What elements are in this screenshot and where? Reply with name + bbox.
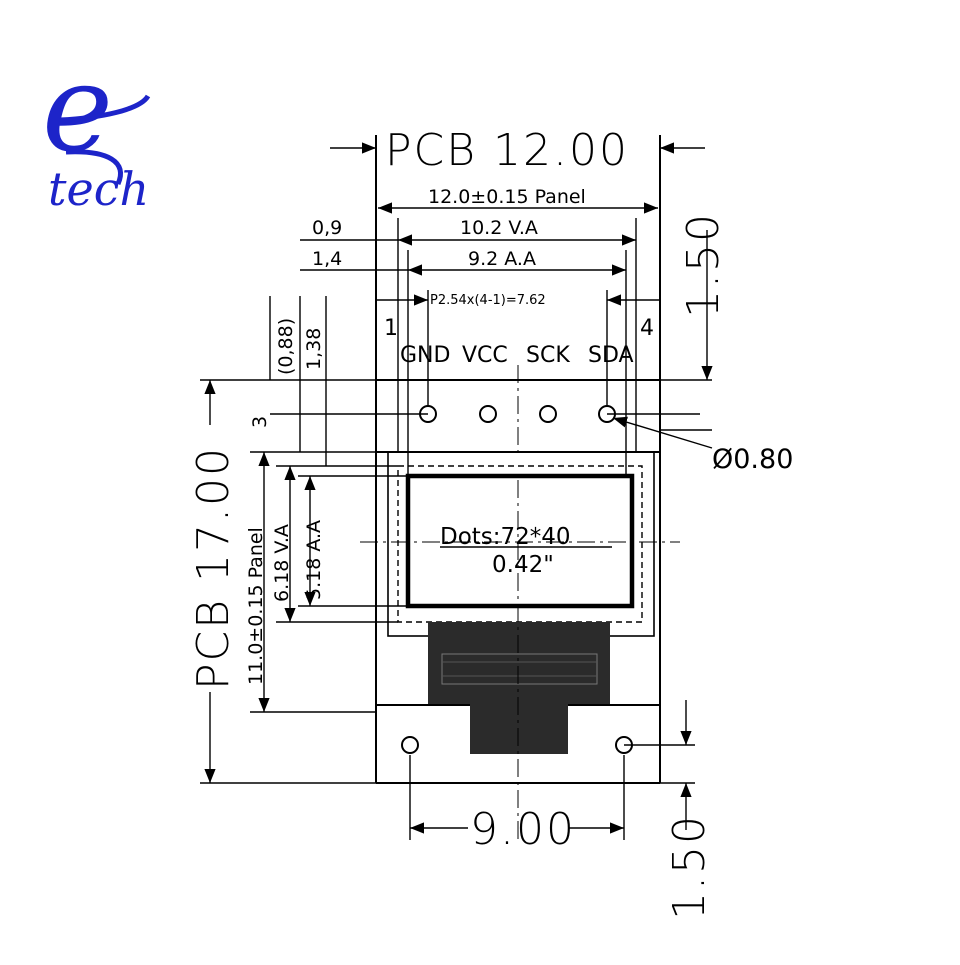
dim-088: (0,88): [275, 318, 297, 375]
pin-label-vcc: VCC: [462, 343, 508, 368]
bottom-dimension-lines: [409, 700, 695, 840]
dim-panel-width: 12.0±0.15 Panel: [428, 186, 586, 208]
pin-label-gnd: GND: [400, 343, 450, 368]
right-dimension-lines: [607, 230, 713, 449]
pin-first-number: 1: [384, 316, 398, 341]
logo-word: tech: [48, 162, 149, 216]
dim-hole-diameter: Ø0.80: [712, 444, 793, 475]
dim-aa-width: 9.2 A.A: [468, 248, 536, 270]
centerlines: [360, 365, 680, 840]
left-dimension-lines: [200, 296, 428, 784]
dim-va-width: 10.2 V.A: [460, 217, 538, 239]
logo-swash-icon: [59, 94, 151, 123]
flex-cable: [428, 622, 610, 754]
dim-138: 1,38: [303, 328, 325, 370]
dim-pin-pitch: P2.54x(4-1)=7.62: [430, 293, 546, 308]
logo-mark: e: [42, 40, 113, 179]
dim-bottom-margin: 1.50: [664, 814, 715, 920]
dim-pcb-width: PCB 12.00: [385, 125, 629, 176]
dim-bottom-holes: 9.00: [470, 804, 576, 855]
dim-top-margin: 1.50: [678, 212, 729, 318]
dim-offset-aa: 1,4: [312, 248, 342, 270]
dim-pcb-height: PCB 17.00: [188, 446, 239, 690]
pin-label-sda: SDA: [588, 343, 634, 368]
screen-dots: Dots:72*40: [440, 524, 571, 550]
dim-aa-height: 5.18 A.A: [303, 520, 325, 600]
logo-curl-icon: [65, 149, 123, 186]
dim-offset-va: 0,9: [312, 217, 342, 239]
dim-panel-height: 11.0±0.15 Panel: [245, 527, 267, 685]
pin-last-number: 4: [640, 316, 654, 341]
top-dimension-lines: [300, 142, 705, 476]
dim-3: 3: [249, 416, 271, 428]
company-logo: e tech: [42, 40, 151, 216]
pin-label-sck: SCK: [526, 343, 570, 368]
dim-va-height: 6.18 V.A: [271, 524, 293, 602]
screen-size: 0.42": [492, 552, 554, 578]
